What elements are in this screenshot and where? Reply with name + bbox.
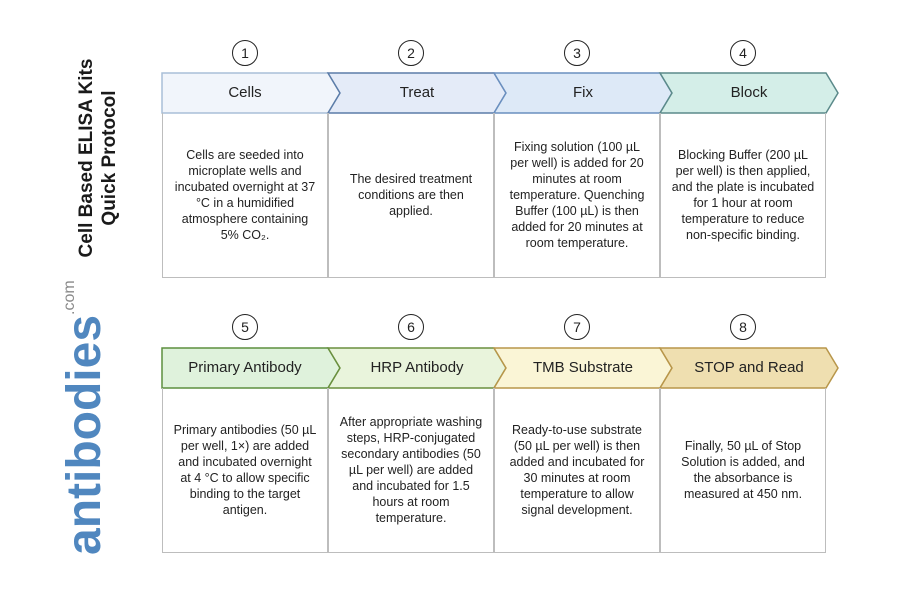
step-label: Fix: [573, 84, 593, 101]
step-label: Block: [730, 84, 768, 101]
step-description: After appropriate washing steps, HRP-con…: [328, 388, 494, 553]
step-description: Blocking Buffer (200 µL per well) is the…: [660, 113, 826, 278]
step-description: Fixing solution (100 µL per well) is add…: [494, 113, 660, 278]
step-label: STOP and Read: [694, 359, 804, 376]
step-description: Cells are seeded into microplate wells a…: [162, 113, 328, 278]
step-description: Primary antibodies (50 µL per well, 1×) …: [162, 388, 328, 553]
step-number: 4: [730, 40, 756, 66]
step-label: TMB Substrate: [532, 359, 634, 376]
step-description: Finally, 50 µL of Stop Solution is added…: [660, 388, 826, 553]
step-label: HRP Antibody: [370, 359, 464, 376]
step-number: 8: [730, 314, 756, 340]
step-number: 1: [232, 40, 258, 66]
step-number: 6: [398, 314, 424, 340]
step-description: The desired treatment conditions are the…: [328, 113, 494, 278]
step-number: 5: [232, 314, 258, 340]
step-label: Treat: [399, 84, 435, 101]
step-arrow-8: [658, 347, 839, 389]
step-number: 2: [398, 40, 424, 66]
step-label: Cells: [228, 84, 262, 101]
step-arrow-4: [658, 72, 839, 114]
step-label: Primary Antibody: [188, 359, 302, 376]
step-number: 7: [564, 314, 590, 340]
step-number: 3: [564, 40, 590, 66]
step-description: Ready-to-use substrate (50 µL per well) …: [494, 388, 660, 553]
